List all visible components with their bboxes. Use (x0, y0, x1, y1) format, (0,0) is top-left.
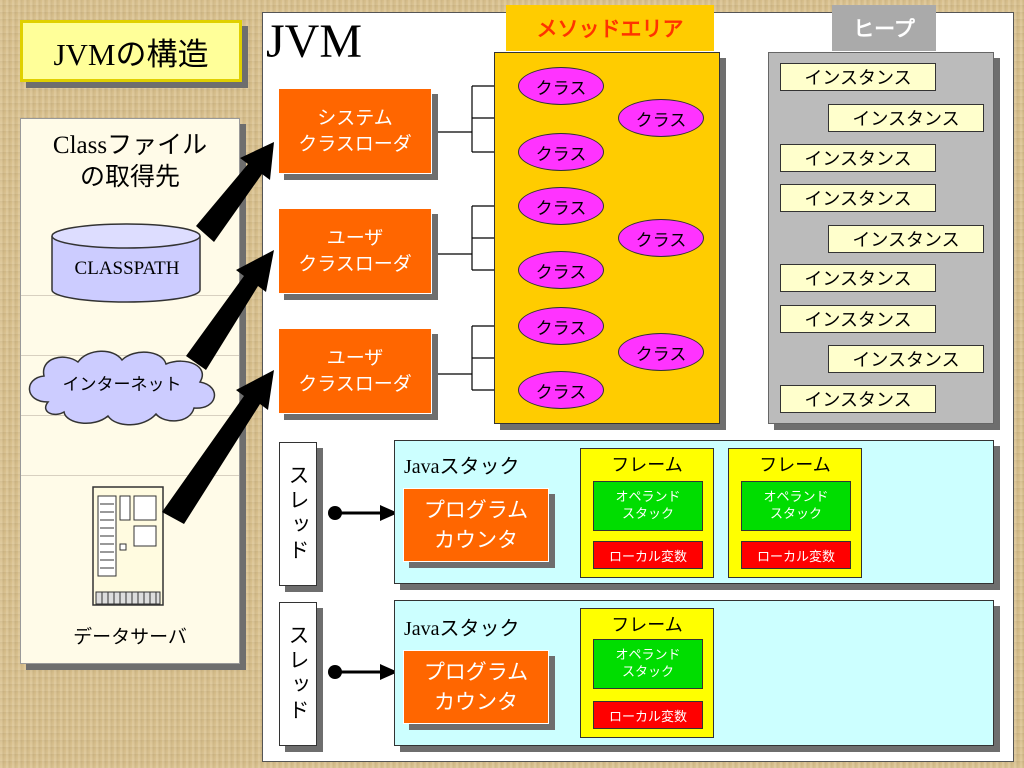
local-variables: ローカル変数 (593, 701, 703, 729)
class-oval: クラス (618, 99, 704, 137)
frame-title: フレーム (759, 455, 831, 476)
instance-box: インスタンス (780, 63, 936, 91)
instance-box: インスタンス (780, 305, 936, 333)
instance-box: インスタンス (828, 225, 984, 253)
instance-box: インスタンス (780, 144, 936, 172)
page-title: JVMの構造 (20, 20, 242, 82)
arrow-server-to-user-loader-2 (162, 370, 274, 524)
arrow-internet-to-user-loader-1 (186, 250, 274, 370)
server-icon (92, 486, 164, 606)
class-source-title-line1: Classファイル (52, 132, 208, 159)
class-oval: クラス (618, 219, 704, 257)
loader-line2: クラスローダ (298, 253, 412, 275)
stack-frame: フレーム オペランド スタック ローカル変数 (580, 608, 714, 738)
java-stack-title: Javaスタック (404, 456, 520, 478)
program-counter: プログラム カウンタ (403, 488, 549, 562)
operand-line1: オペランド (615, 648, 681, 663)
class-oval: クラス (518, 133, 604, 171)
operand-line1: オペランド (615, 490, 681, 505)
class-oval: クラス (518, 67, 604, 105)
pc-line2: カウンタ (434, 690, 518, 714)
loader-line1: ユーザ (326, 347, 384, 369)
operand-stack: オペランド スタック (741, 481, 851, 531)
method-area-tab: メソッドエリア (506, 5, 714, 51)
user-class-loader-2: ユーザ クラスローダ (278, 328, 432, 414)
instance-box: インスタンス (780, 385, 936, 413)
java-stack-title: Javaスタック (404, 618, 520, 640)
thread-label: スレッド (279, 442, 317, 586)
pc-line1: プログラム (423, 498, 529, 522)
loader-line1: システム (317, 107, 393, 129)
instance-box: インスタンス (780, 264, 936, 292)
classpath-label: CLASSPATH (74, 258, 180, 279)
arrow-classpath-to-system-loader (196, 142, 274, 242)
jvm-label: JVM (266, 15, 363, 68)
local-variables: ローカル変数 (741, 541, 851, 569)
operand-line2: スタック (769, 507, 822, 522)
classpath-cylinder-icon (51, 223, 201, 303)
class-oval: クラス (518, 251, 604, 289)
operand-line2: スタック (621, 665, 674, 680)
class-source-title-line2: の取得先 (79, 164, 180, 191)
class-oval: クラス (518, 187, 604, 225)
stack-frame: フレーム オペランド スタック ローカル変数 (580, 448, 714, 578)
operand-stack: オペランド スタック (593, 639, 703, 689)
loader-line2: クラスローダ (298, 373, 412, 395)
system-class-loader: システム クラスローダ (278, 88, 432, 174)
class-oval: クラス (618, 333, 704, 371)
pc-line2: カウンタ (434, 528, 518, 552)
class-oval: クラス (518, 371, 604, 409)
instance-box: インスタンス (828, 345, 984, 373)
program-counter: プログラム カウンタ (403, 650, 549, 724)
stack-frame: フレーム オペランド スタック ローカル変数 (728, 448, 862, 578)
operand-stack: オペランド スタック (593, 481, 703, 531)
thread-label: スレッド (279, 602, 317, 746)
local-variables: ローカル変数 (593, 541, 703, 569)
loader-line1: ユーザ (326, 227, 384, 249)
instance-box: インスタンス (780, 184, 936, 212)
operand-line1: オペランド (763, 490, 829, 505)
frame-title: フレーム (611, 615, 683, 636)
loader-line2: クラスローダ (298, 133, 412, 155)
operand-line2: スタック (621, 507, 674, 522)
internet-label: インターネット (62, 375, 182, 395)
pc-line1: プログラム (423, 660, 529, 684)
class-source-title: Classファイル の取得先 (22, 130, 238, 194)
heap-tab: ヒープ (832, 5, 936, 51)
frame-title: フレーム (611, 455, 683, 476)
class-oval: クラス (518, 307, 604, 345)
data-server-label: データサーバ (73, 626, 187, 648)
internet-cloud-icon (28, 350, 216, 426)
instance-box: インスタンス (828, 104, 984, 132)
user-class-loader-1: ユーザ クラスローダ (278, 208, 432, 294)
